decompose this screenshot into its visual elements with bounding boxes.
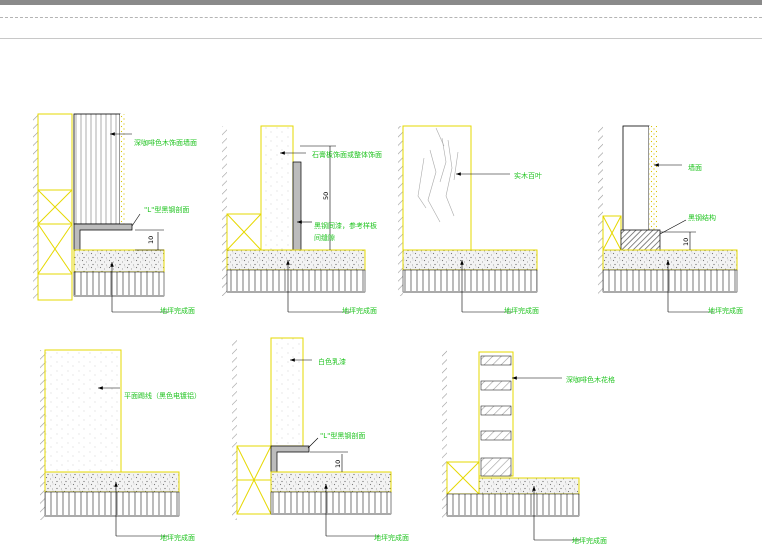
detail-4: 10 墙面 黑钢结构 地坪完成面: [598, 125, 743, 315]
d4-label-steel: 黑钢结构: [688, 213, 716, 222]
d2-dim-text: 50: [322, 192, 330, 200]
d4-structural-wall: [598, 126, 603, 296]
d7-label-wall: 深咖啡色木花格: [566, 375, 615, 384]
d6-l-profile: [270, 445, 310, 473]
d2-floor-base: [226, 269, 366, 293]
d4-label-wall: 墙面: [688, 163, 702, 172]
d6-framing: [236, 445, 272, 515]
d2-floor-finish: [226, 249, 366, 271]
d4-dim-text: 10: [682, 238, 690, 246]
d7-structural-wall: [442, 350, 447, 520]
d1-label-profile: "L"型黑钢剖面: [144, 205, 189, 214]
d1-structural-wall: [33, 114, 38, 300]
d3-floor-finish: [402, 249, 538, 271]
d7-lattice-bar: [480, 355, 512, 366]
d6-dim-text: 10: [334, 460, 342, 468]
d7-floor-base: [446, 493, 580, 517]
d2-label-steel-2: 间缝隙: [314, 233, 335, 242]
solid-separator: [0, 38, 762, 39]
d4-wall-finish-edge: [649, 126, 657, 232]
d3-floor-base: [402, 269, 538, 293]
d7-lattice-bar: [480, 405, 512, 416]
d6-label-wall: 白色乳漆: [318, 357, 346, 366]
d2-label-steel-1: 黑钢同漆，参考样板: [314, 221, 377, 230]
d2-label-floor: 地坪完成面: [342, 306, 377, 315]
d2-structural-wall: [222, 126, 227, 296]
d5-structural-wall: [40, 350, 45, 520]
d7-lattice-bar: [480, 430, 512, 441]
d4-wall-board: [622, 125, 650, 233]
d1-framing: [37, 189, 73, 275]
d2-gypsum-board: [260, 125, 294, 251]
d5-label-wall: 平面踢线（黑色电镀铝）: [124, 391, 201, 400]
d5-label-floor: 地坪完成面: [160, 533, 195, 542]
d4-steel-structure: [620, 229, 661, 251]
title-bar: [0, 0, 762, 5]
d7-label-floor: 地坪完成面: [572, 536, 607, 545]
d3-structural-wall: [398, 126, 403, 296]
d1-label-wall: 深咖啡色木饰面墙面: [134, 138, 197, 147]
d3-label-floor: 地坪完成面: [504, 306, 539, 315]
detail-3: 实木百叶 地坪完成面: [398, 125, 542, 315]
detail-6: 10 白色乳漆 "L"型黑钢剖面 地坪完成面: [232, 337, 409, 542]
d7-floor-finish: [478, 477, 580, 495]
d4-framing: [602, 215, 622, 251]
d4-label-floor: 地坪完成面: [708, 306, 743, 315]
d2-framing: [226, 213, 262, 251]
d5-floor-base: [44, 491, 180, 517]
d3-label-wall: 实木百叶: [514, 171, 542, 180]
detail-5: 平面踢线（黑色电镀铝） 地坪完成面: [40, 349, 201, 542]
d1-dim-text: 10: [147, 236, 155, 244]
d1-wood-panel: [73, 113, 121, 225]
detail-2: 50 石膏板饰面或整体饰面 黑钢同漆，参考样板 间缝隙 地坪完成面: [222, 125, 382, 315]
d4-floor-finish: [602, 249, 738, 271]
d4-dimension: 10: [660, 231, 696, 250]
d1-panel-edge: [120, 114, 125, 224]
d6-wall-paint: [270, 337, 304, 447]
d3-louver-sketch: [417, 127, 459, 223]
d1-l-profile: [73, 223, 133, 251]
d2-label-wall: 石膏板饰面或整体饰面: [312, 150, 382, 159]
d1-label-floor: 地坪完成面: [160, 306, 195, 315]
detail-1: 10 深咖啡色木饰面墙面 "L"型黑钢剖面 地坪完成面: [33, 113, 197, 315]
d5-floor-finish: [44, 471, 180, 493]
d6-label-profile: "L"型黑钢剖面: [320, 431, 365, 440]
dashed-separator: [0, 17, 762, 18]
d5-wall-plaster: [44, 349, 122, 473]
d6-structural-wall: [232, 338, 237, 520]
d7-framing: [446, 461, 480, 495]
d2-steel-skirting: [292, 161, 302, 251]
d6-dimension: 10: [310, 451, 348, 472]
d7-lattice-base: [480, 457, 512, 477]
d3-wood-louvers: [402, 125, 472, 251]
d7-lattice-bar: [480, 380, 512, 391]
d1-dimension: 10: [135, 229, 164, 251]
d4-floor-base: [602, 269, 738, 293]
detail-7: 深咖啡色木花格 地坪完成面: [442, 350, 615, 545]
d6-label-floor: 地坪完成面: [374, 533, 409, 542]
d1-floor-finish: [73, 249, 165, 273]
d1-floor-base: [73, 271, 165, 297]
d2-dimension: 50: [300, 145, 336, 250]
d6-floor-base: [270, 491, 392, 515]
d6-floor-finish: [270, 471, 392, 493]
